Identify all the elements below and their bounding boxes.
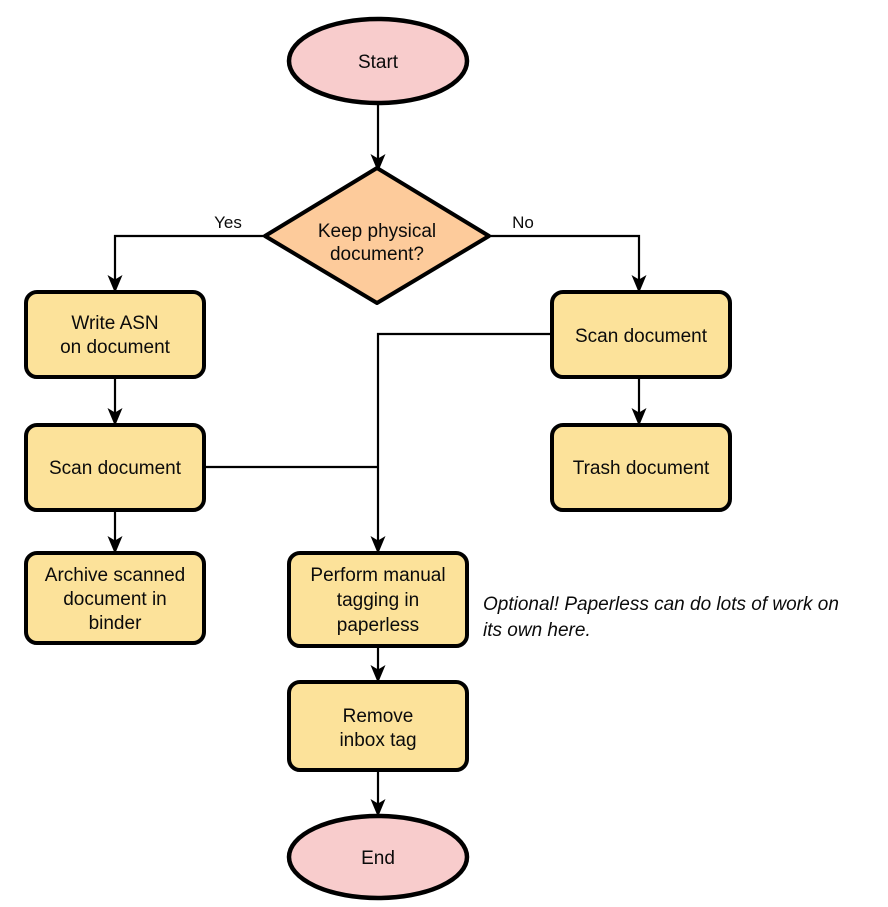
edge-label-no: No (512, 213, 534, 232)
annotation-optional-note-line1: Optional! Paperless can do lots of work … (483, 594, 839, 615)
node-trash-document[interactable]: Trash document (550, 423, 732, 512)
edge-into-tagging-arrow (370, 536, 386, 554)
annotation-optional-note: Optional! Paperless can do lots of work … (483, 594, 839, 641)
node-archive-scanned-document-in-binder[interactable]: Archive scanned document in binder (24, 551, 206, 645)
node-decision-keep-physical-document[interactable]: Keep physical document? (263, 166, 491, 305)
node-tagging-label-line3: paperless (337, 615, 419, 636)
node-start-label: Start (358, 52, 399, 73)
node-write-asn-label-line1: Write ASN (71, 313, 158, 334)
edge-scanright-to-trash (631, 377, 647, 426)
node-write-asn-on-document[interactable]: Write ASN on document (24, 290, 206, 379)
node-archive-label-line3: binder (89, 613, 142, 634)
annotation-optional-note-line2: its own here. (483, 620, 591, 641)
node-scan-document-right[interactable]: Scan document (550, 290, 732, 379)
node-end[interactable]: End (286, 813, 470, 901)
node-tagging-label-line1: Perform manual (310, 565, 445, 586)
node-tagging-label-line2: tagging in (337, 590, 419, 611)
node-end-label: End (361, 848, 395, 869)
node-scan-document-left-label: Scan document (49, 458, 182, 479)
edge-tagging-to-removeinbox (370, 646, 386, 683)
edge-decision-yes (107, 234, 265, 293)
node-remove-inbox-label-line1: Remove (343, 706, 414, 727)
node-archive-label-line1: Archive scanned (45, 565, 185, 586)
edge-scanright-to-tagging (376, 332, 552, 545)
node-decision-label-line2: document? (330, 244, 424, 265)
node-decision-label-line1: Keep physical (318, 221, 436, 242)
node-perform-manual-tagging-in-paperless[interactable]: Perform manual tagging in paperless (287, 551, 469, 648)
node-archive-label-line2: document in (63, 589, 167, 610)
node-remove-inbox-label-line2: inbox tag (339, 730, 416, 751)
node-write-asn-label-line2: on document (60, 337, 171, 358)
edge-removeinbox-to-end (370, 770, 386, 817)
edge-label-yes: Yes (214, 213, 242, 232)
edge-scanleft-to-archive (107, 510, 123, 554)
node-remove-inbox-tag[interactable]: Remove inbox tag (287, 680, 469, 772)
edge-start-to-decision (370, 103, 386, 172)
node-scan-document-right-label: Scan document (575, 326, 708, 347)
node-start[interactable]: Start (286, 16, 470, 106)
node-scan-document-left[interactable]: Scan document (24, 423, 206, 512)
node-trash-document-label: Trash document (573, 458, 710, 479)
edge-decision-no (489, 234, 647, 293)
edge-writeasn-to-scanleft (107, 377, 123, 426)
